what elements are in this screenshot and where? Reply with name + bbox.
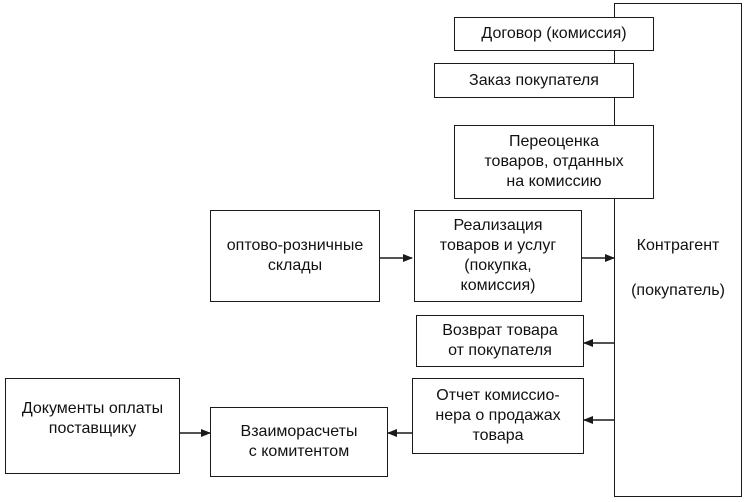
contractor-box: Контрагент (покупатель) xyxy=(614,3,742,497)
contractor-subtitle: (покупатель) xyxy=(631,282,725,299)
return-box: Возврат товара от покупателя xyxy=(416,315,584,367)
contractor-title: Контрагент xyxy=(636,237,720,254)
warehouses-box: оптово-розничные склады xyxy=(210,210,380,302)
settlements-box: Взаиморасчеты с комитентом xyxy=(210,407,388,477)
revaluation-box: Переоценка товаров, отданных на комиссию xyxy=(454,125,654,199)
sales-box: Реализация товаров и услуг (покупка, ком… xyxy=(414,210,582,302)
commission-report-box: Отчет комиссио- нера о продажах товара xyxy=(412,378,584,454)
contract-box: Договор (комиссия) xyxy=(454,17,654,51)
customer-order-box: Заказ покупателя xyxy=(434,63,634,98)
supplier-payment-docs-box: Документы оплаты поставщику xyxy=(5,378,180,474)
